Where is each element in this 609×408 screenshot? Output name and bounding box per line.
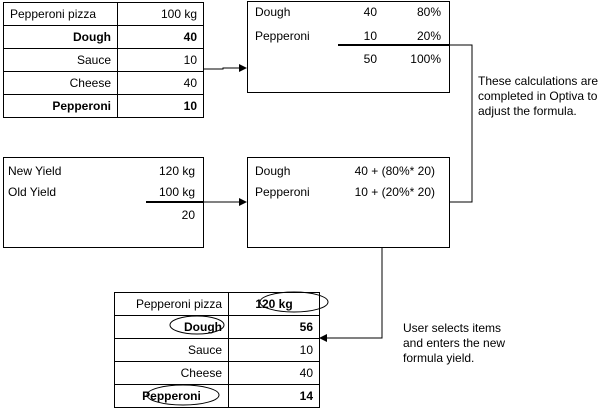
percent-item-pepperoni: Pepperoni <box>255 29 310 43</box>
user-action-note: User selects items and enters the new fo… <box>403 321 505 366</box>
percent-item-dough: Dough <box>255 5 291 19</box>
adjustment-box: Dough 40 + (80%* 20) Pepperoni 10 + (20%… <box>247 157 450 248</box>
table-row: Dough 56 <box>114 315 320 339</box>
adjusted-formula-table: Pepperoni pizza 120 kg Dough 56 Sauce 10… <box>114 292 320 408</box>
new-yield-label: New Yield <box>8 164 62 178</box>
item-cell-sauce[interactable]: Sauce <box>114 338 229 362</box>
note-line: adjust the formula. <box>478 104 577 118</box>
item-cell-cheese: Cheese <box>3 71 118 95</box>
percent-value-pepperoni: 10 <box>363 29 377 43</box>
note-line: completed in Optiva to <box>478 89 598 103</box>
value-cell-pepperoni: 14 <box>228 384 320 408</box>
formula-yield-cell: 100 kg <box>117 2 204 26</box>
percent-value-dough: 40 <box>363 5 377 19</box>
value-cell-sauce: 10 <box>228 338 320 362</box>
calculation-note: These calculations are completed in Opti… <box>478 74 598 119</box>
item-cell-pepperoni[interactable]: Pepperoni <box>114 384 229 408</box>
table-row: Sauce 10 <box>114 338 320 362</box>
item-cell-sauce: Sauce <box>3 48 118 72</box>
note-line: User selects items <box>403 321 502 335</box>
table-row: Cheese 40 <box>3 71 204 95</box>
table-row: Pepperoni 14 <box>114 384 320 408</box>
original-formula-table: Pepperoni pizza 100 kg Dough 40 Sauce 10… <box>3 2 204 118</box>
old-yield-label: Old Yield <box>8 185 57 199</box>
value-cell-dough: 56 <box>228 315 320 339</box>
table-row: Pepperoni pizza 100 kg <box>3 2 204 26</box>
note-line: These calculations are <box>478 74 599 88</box>
value-cell-pepperoni: 10 <box>117 94 204 118</box>
note-line: formula yield. <box>403 351 475 365</box>
yield-box: New Yield 120 kg Old Yield 100 kg 20 <box>3 157 204 248</box>
table-row: Dough 40 <box>3 25 204 49</box>
percent-total-value: 50 <box>363 52 377 66</box>
formula-name-cell[interactable]: Pepperoni pizza <box>114 292 229 316</box>
table-row: Cheese 40 <box>114 361 320 385</box>
new-yield-value: 120 kg <box>158 164 195 178</box>
note-line: and enters the new <box>403 336 506 350</box>
table-row: Pepperoni 10 <box>3 94 204 118</box>
connector-line <box>450 44 473 203</box>
formula-name-cell: Pepperoni pizza <box>3 2 118 26</box>
adjust-formula-pepperoni: 10 + (20%* 20) <box>354 185 435 199</box>
value-cell-cheese: 40 <box>228 361 320 385</box>
adjust-formula-dough: 40 + (80%* 20) <box>354 164 435 178</box>
new-yield-input[interactable]: 120 kg <box>228 292 320 316</box>
value-cell-sauce: 10 <box>117 48 204 72</box>
item-cell-dough: Dough <box>3 25 118 49</box>
item-cell-cheese[interactable]: Cheese <box>114 361 229 385</box>
yield-difference: 20 <box>181 208 195 222</box>
percent-share-dough: 80% <box>416 5 441 19</box>
connector-arrow <box>319 248 383 342</box>
table-row: Pepperoni pizza 120 kg <box>114 292 320 316</box>
old-yield-value: 100 kg <box>158 185 195 199</box>
adjust-item-pepperoni: Pepperoni <box>255 185 310 199</box>
percent-share-pepperoni: 20% <box>416 29 441 43</box>
value-cell-dough: 40 <box>117 25 204 49</box>
connector-arrow <box>203 64 247 72</box>
item-cell-pepperoni: Pepperoni <box>3 94 118 118</box>
table-row: Sauce 10 <box>3 48 204 72</box>
percent-total-share: 100% <box>410 52 441 66</box>
item-cell-dough[interactable]: Dough <box>114 315 229 339</box>
value-cell-cheese: 40 <box>117 71 204 95</box>
percentage-box: Dough 40 80% Pepperoni 10 20% 50 100% <box>247 1 450 93</box>
adjust-item-dough: Dough <box>255 164 291 178</box>
